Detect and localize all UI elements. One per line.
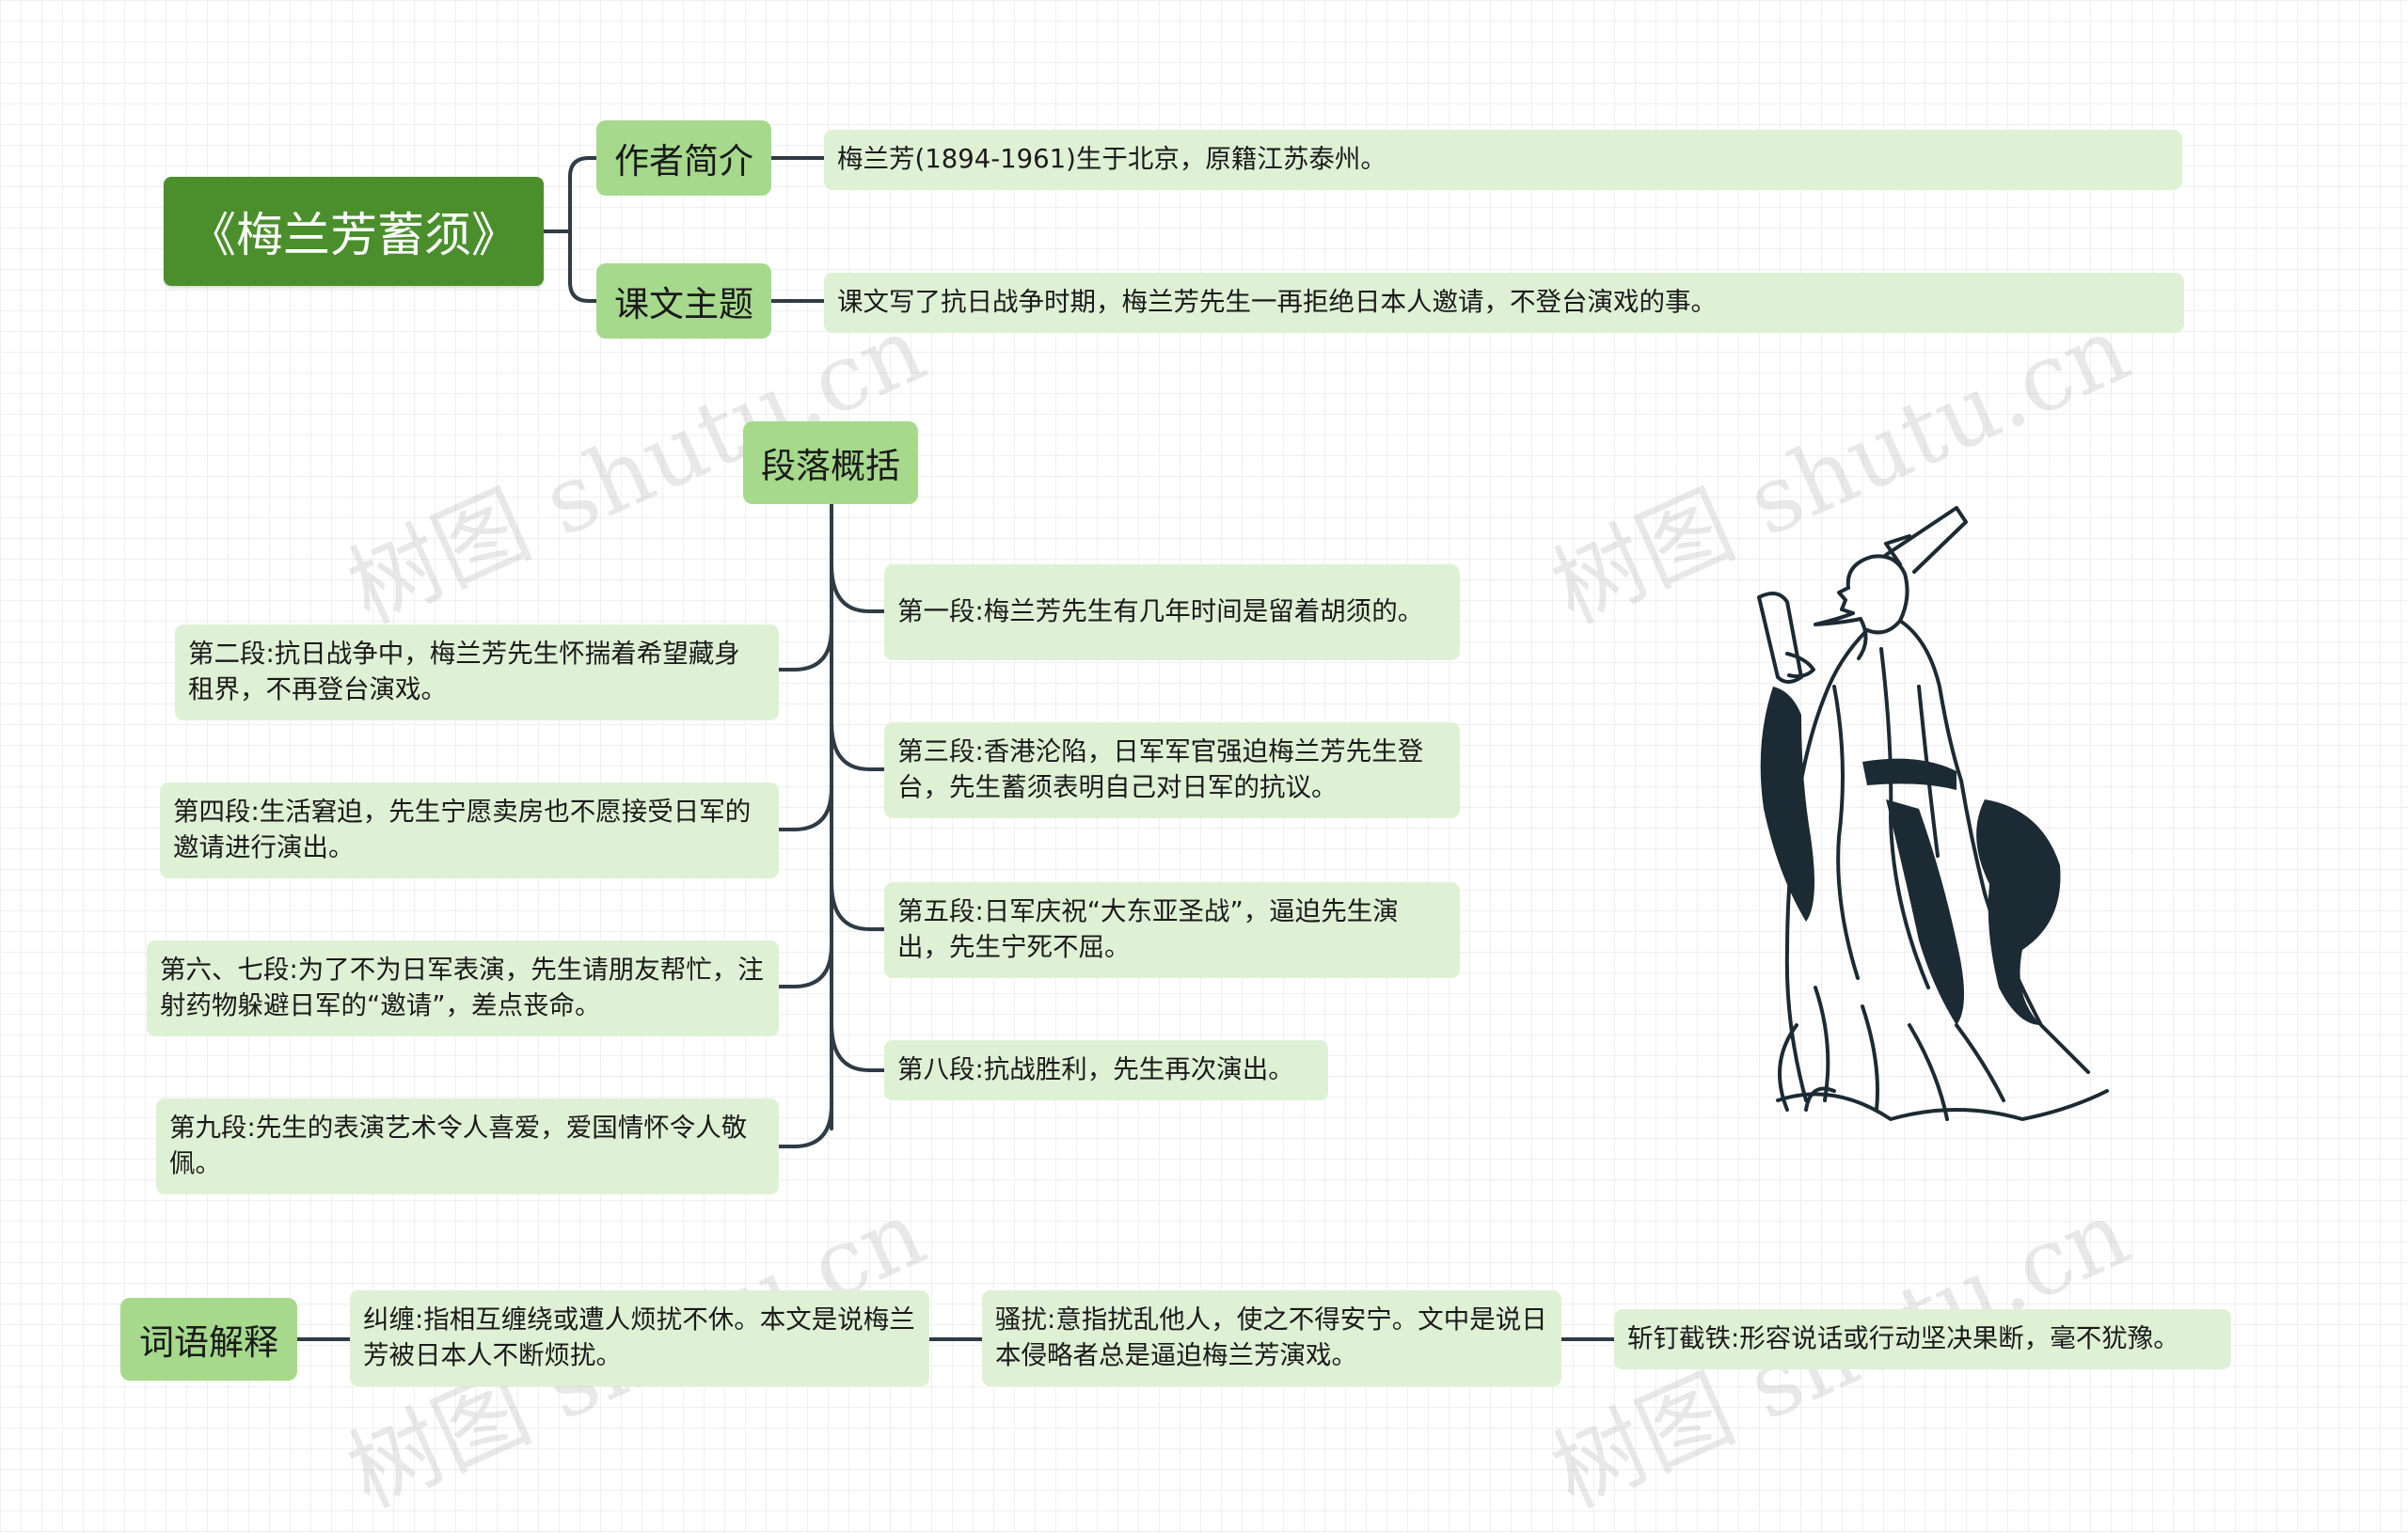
paragraph-3[interactable]: 第三段:香港沦陷，日军军官强迫梅兰芳先生登台，先生蓄须表明自己对日军的抗议。 (884, 722, 1460, 818)
vocab-3[interactable]: 斩钉截铁:形容说话或行动坚决果断，毫不犹豫。 (1614, 1309, 2231, 1369)
vocab-2[interactable]: 骚扰:意指扰乱他人，使之不得安宁。文中是说日本侵略者总是逼迫梅兰芳演戏。 (982, 1290, 1561, 1386)
paragraph-9[interactable]: 第九段:先生的表演艺术令人喜爱，爱国情怀令人敬佩。 (156, 1098, 779, 1194)
leaf-text: 课文写了抗日战争时期，梅兰芳先生一再拒绝日本人邀请，不登台演戏的事。 (837, 285, 1717, 321)
leaf-text: 第九段:先生的表演艺术令人喜爱，爱国情怀令人敬佩。 (169, 1111, 766, 1182)
leaf-text: 第一段:梅兰芳先生有几年时间是留着胡须的。 (897, 594, 1423, 630)
leaf-author[interactable]: 梅兰芳(1894-1961)生于北京，原籍江苏泰州。 (824, 130, 2182, 190)
paragraph-8[interactable]: 第八段:抗战胜利，先生再次演出。 (884, 1040, 1328, 1100)
paragraph-6-7[interactable]: 第六、七段:为了不为日军表演，先生请朋友帮忙，注射药物躲避日军的“邀请”，差点丧… (147, 940, 779, 1036)
leaf-text: 梅兰芳(1894-1961)生于北京，原籍江苏泰州。 (837, 142, 1386, 178)
paragraph-1[interactable]: 第一段:梅兰芳先生有几年时间是留着胡须的。 (884, 564, 1460, 660)
leaf-text: 第二段:抗日战争中，梅兰芳先生怀揣着希望藏身租界，不再登台演戏。 (188, 637, 766, 708)
paragraph-2[interactable]: 第二段:抗日战争中，梅兰芳先生怀揣着希望藏身租界，不再登台演戏。 (175, 624, 779, 720)
leaf-text: 骚扰:意指扰乱他人，使之不得安宁。文中是说日本侵略者总是逼迫梅兰芳演戏。 (995, 1303, 1548, 1374)
scholar-illustration (1646, 498, 2116, 1129)
leaf-text: 斩钉截铁:形容说话或行动坚决果断，毫不犹豫。 (1627, 1321, 2179, 1357)
leaf-theme[interactable]: 课文写了抗日战争时期，梅兰芳先生一再拒绝日本人邀请，不登台演戏的事。 (824, 273, 2184, 333)
paragraph-4[interactable]: 第四段:生活窘迫，先生宁愿卖房也不愿接受日军的邀请进行演出。 (160, 782, 779, 878)
leaf-text: 第四段:生活窘迫，先生宁愿卖房也不愿接受日军的邀请进行演出。 (173, 795, 766, 866)
paragraph-5[interactable]: 第五段:日军庆祝“大东亚圣战”，逼迫先生演出，先生宁死不屈。 (884, 882, 1460, 978)
leaf-text: 第三段:香港沦陷，日军军官强迫梅兰芳先生登台，先生蓄须表明自己对日军的抗议。 (897, 735, 1447, 806)
leaf-text: 纠缠:指相互缠绕或遭人烦扰不休。本文是说梅兰芳被日本人不断烦扰。 (363, 1303, 916, 1374)
vocab-1[interactable]: 纠缠:指相互缠绕或遭人烦扰不休。本文是说梅兰芳被日本人不断烦扰。 (350, 1290, 929, 1386)
leaf-text: 第六、七段:为了不为日军表演，先生请朋友帮忙，注射药物躲避日军的“邀请”，差点丧… (160, 953, 766, 1024)
topic-author[interactable]: 作者简介 (596, 120, 771, 196)
leaf-text: 第八段:抗战胜利，先生再次演出。 (897, 1052, 1294, 1088)
leaf-text: 第五段:日军庆祝“大东亚圣战”，逼迫先生演出，先生宁死不屈。 (897, 894, 1447, 966)
root-topic[interactable]: 《梅兰芳蓄须》 (164, 177, 544, 286)
topic-paragraphs[interactable]: 段落概括 (743, 421, 918, 504)
topic-theme[interactable]: 课文主题 (596, 263, 771, 339)
topic-vocab[interactable]: 词语解释 (120, 1298, 297, 1381)
